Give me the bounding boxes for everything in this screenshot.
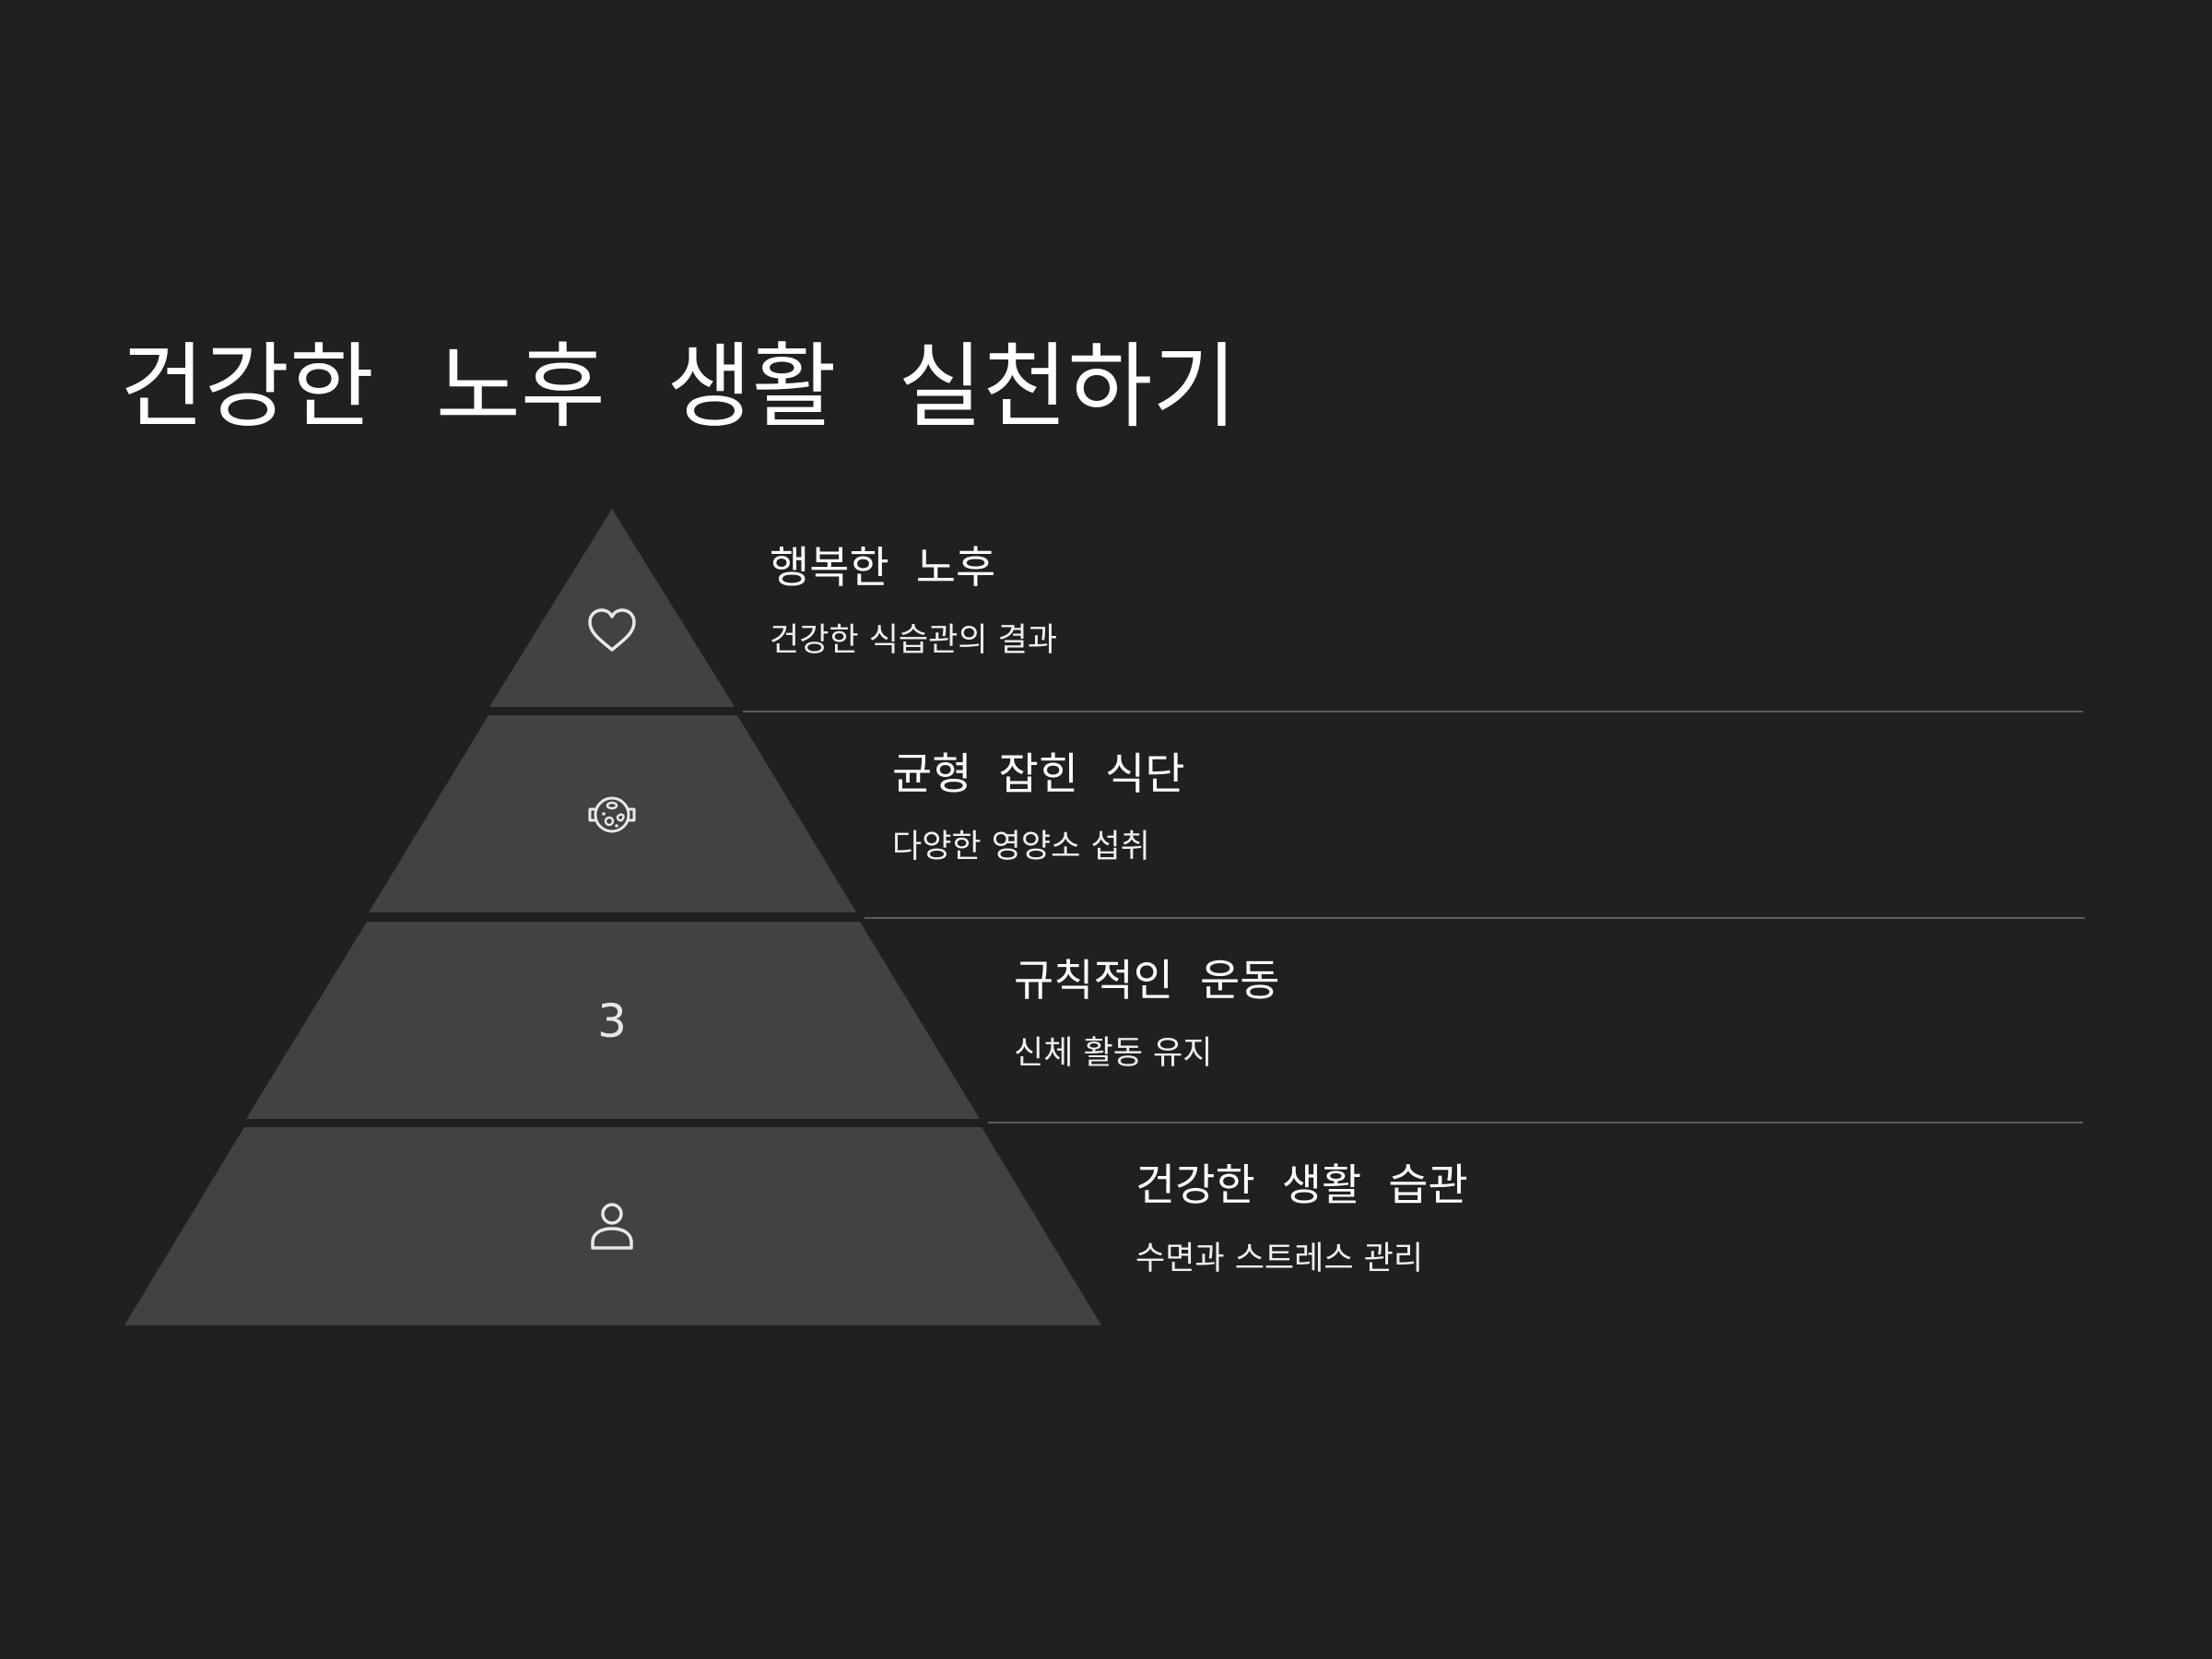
tier-4-title: 건강한 생활 습관 [1135,1160,1468,1211]
pyramid-tier-4 [124,1127,1101,1325]
tier-2-title: 균형 잡힌 식단 [892,749,1185,800]
pyramid-tier-2 [369,715,856,912]
tier-3-title: 규칙적인 운동 [1014,956,1280,1006]
tier-3-desc: 신체 활동 유지 [1014,1035,1213,1072]
tier-3-number: 3 [597,994,627,1048]
tier-1-desc: 건강한 식습관의 결과 [770,622,1058,659]
nutrition-bowl-icon [588,796,636,833]
person-icon [591,1203,633,1250]
tier-4-desc: 수면과 스트레스 관리 [1135,1241,1424,1277]
tier-2-desc: 다양한 영양소 섭취 [892,829,1150,865]
tier-1-title: 행복한 노후 [770,543,996,594]
pyramid-tier-1 [489,509,735,707]
pyramid-tier-3 [246,922,980,1119]
heart-icon [588,608,636,652]
page-title: 건강한 노후 생활 실천하기 [120,333,1238,441]
